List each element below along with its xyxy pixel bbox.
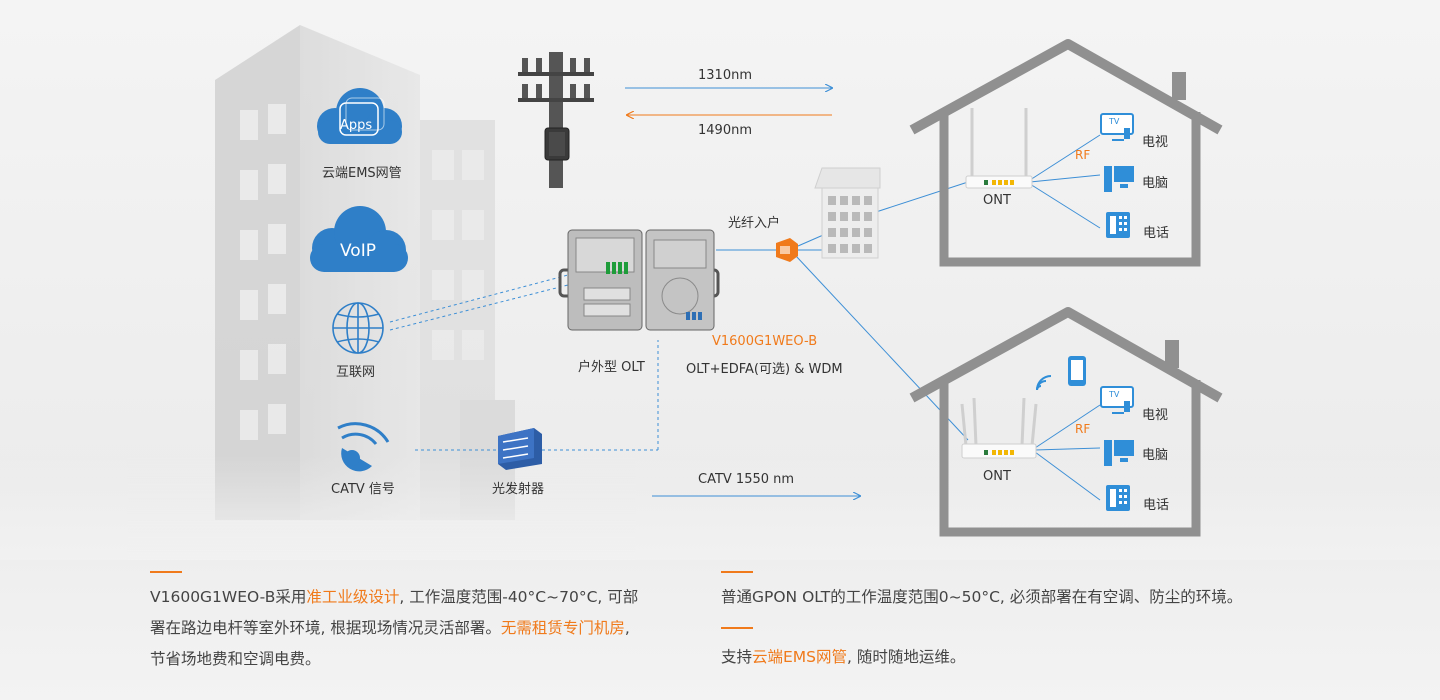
highlight-no-room: 无需租赁专门机房	[500, 619, 625, 637]
tv-label: 电视	[1142, 135, 1169, 150]
tv-screen-label: TV	[1109, 390, 1120, 399]
accent-bar	[721, 571, 753, 573]
utility-pole-icon	[518, 52, 594, 188]
left-description: V1600G1WEO-B采用准工业级设计, 工作温度范围-40°C~70°C, …	[150, 582, 710, 675]
model-desc-label: OLT+EDFA(可选) & WDM	[686, 362, 843, 377]
computer-icon	[1104, 440, 1134, 466]
globe-icon	[332, 302, 384, 354]
catv-wavelength-label: CATV 1550 nm	[698, 472, 795, 487]
optical-splitter-icon	[776, 238, 798, 262]
diagram-canvas	[0, 25, 1440, 560]
apps-cloud-icon	[317, 88, 402, 144]
left-line-3: 节省场地费和空调电费。	[150, 650, 321, 668]
apartment-building-icon	[814, 167, 881, 259]
outdoor-olt-cabinet-icon	[558, 229, 720, 331]
voip-cloud-label: VoIP	[340, 241, 376, 261]
right-description-2: 支持云端EMS网管, 随时随地运维。	[721, 648, 966, 666]
highlight-industrial: 准工业级设计	[306, 588, 400, 606]
rf-label: RF	[1075, 422, 1091, 436]
ont-router-icon	[960, 397, 1038, 459]
ont-label: ONT	[983, 469, 1011, 484]
telephone-icon	[1106, 485, 1130, 511]
telephone-icon	[1106, 212, 1130, 238]
olt-label: 户外型 OLT	[578, 360, 645, 375]
ems-label: 云端EMS网管	[322, 166, 402, 181]
left-line-2: 署在路边电杆等室外环境, 根据现场情况灵活部署。无需租赁专门机房,	[150, 619, 630, 637]
left-line-1: V1600G1WEO-B采用准工业级设计, 工作温度范围-40°C~70°C, …	[150, 588, 639, 606]
house-icon	[909, 307, 1223, 537]
highlight-ems: 云端EMS网管	[752, 648, 848, 666]
house-icon	[909, 39, 1223, 267]
ont-label: ONT	[983, 193, 1011, 208]
wifi-icon	[1036, 375, 1052, 391]
ont-router-icon	[965, 108, 1033, 189]
tv-icon	[1100, 113, 1134, 141]
dashed-links	[389, 274, 659, 451]
internet-label: 互联网	[336, 365, 376, 380]
pc-label: 电脑	[1142, 176, 1169, 191]
accent-bar	[150, 571, 182, 573]
catv-signal-label: CATV 信号	[331, 482, 395, 497]
phone-label: 电话	[1143, 498, 1170, 513]
right-description-1: 普通GPON OLT的工作温度范围0~50°C, 必须部署在有空调、防尘的环境。	[721, 588, 1243, 606]
pc-label: 电脑	[1142, 448, 1169, 463]
voip-cloud-icon	[310, 206, 408, 272]
phone-label: 电话	[1143, 226, 1170, 241]
fiber-in-label: 光纤入户	[728, 216, 781, 231]
wavelength-1310-label: 1310nm	[698, 68, 752, 83]
apps-cloud-label: Apps	[340, 118, 373, 133]
smartphone-icon	[1068, 356, 1086, 386]
wavelength-1490-label: 1490nm	[698, 123, 752, 138]
transmitter-label: 光发射器	[492, 482, 545, 497]
accent-bar	[721, 627, 753, 629]
model-label: V1600G1WEO-B	[712, 334, 818, 349]
rf-label: RF	[1075, 148, 1091, 162]
satellite-dish-icon	[337, 422, 390, 472]
tv-icon	[1100, 386, 1134, 414]
tv-label: 电视	[1142, 408, 1169, 423]
tv-screen-label: TV	[1109, 117, 1120, 126]
optical-transmitter-icon	[498, 428, 542, 470]
computer-icon	[1104, 166, 1134, 192]
